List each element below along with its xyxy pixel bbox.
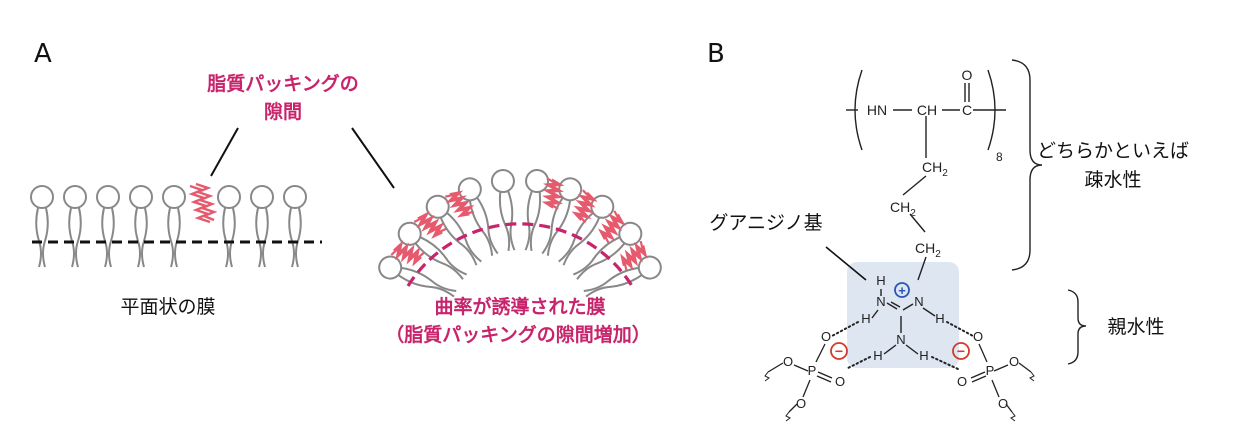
- phosphate-left-p: P: [808, 363, 817, 378]
- lipid-molecule: [457, 177, 499, 256]
- ch2-2: CH2: [890, 199, 916, 219]
- wavy-bond-left-2: [785, 411, 791, 422]
- backbone-hn: HN: [867, 102, 887, 118]
- lipid-molecule: [524, 169, 550, 252]
- svg-text:−: −: [957, 343, 965, 359]
- guanidino-h-bottom-right: H: [919, 348, 928, 363]
- lipid-molecule: [96, 185, 120, 268]
- backbone-repeat-unit: [846, 69, 1006, 151]
- ch2-3: CH2: [915, 240, 941, 260]
- svg-text:+: +: [898, 283, 906, 298]
- phosphate-left-o-double: O: [835, 374, 845, 389]
- packing-gap-marker: [541, 177, 565, 210]
- guanidino-bonds: [871, 289, 936, 355]
- panel-b: B HN CH C O 8 CH2 CH2 CH2: [707, 39, 1189, 422]
- wavy-bond-left-1: [764, 371, 770, 382]
- packing-gap-marker: [620, 240, 648, 271]
- lipid-molecule: [490, 169, 516, 252]
- phosphate-right-o-ester1: O: [1009, 354, 1019, 369]
- phosphate-right-o-top: O: [973, 329, 983, 344]
- hydrophobic-label-line2: 疎水性: [1084, 169, 1141, 191]
- curved-membrane: [378, 169, 662, 298]
- curved-gap-markers: [390, 177, 648, 271]
- lipid-molecule: [541, 177, 583, 256]
- panel-a-letter: A: [34, 39, 52, 69]
- guanidino-pointer-line: [825, 246, 867, 281]
- gap-label-line2: 隙間: [264, 100, 302, 123]
- pointer-line-flat: [210, 127, 239, 177]
- hydrogen-bonds: [831, 321, 974, 370]
- guanidino-h-bottom-left: H: [873, 348, 882, 363]
- flat-gap-marker: [188, 182, 218, 224]
- side-chain: [902, 150, 927, 281]
- lipid-molecule: [63, 185, 87, 268]
- gap-label-line1: 脂質パッキングの: [207, 72, 358, 95]
- guanidino-h-right: H: [935, 311, 944, 326]
- lipid-molecule: [583, 255, 662, 298]
- lipid-molecule: [283, 185, 307, 268]
- lipid-molecule: [30, 185, 54, 268]
- hydrophobic-brace: [1011, 59, 1043, 271]
- lipid-molecule: [162, 185, 186, 268]
- pointer-line-curved: [351, 127, 395, 189]
- hydrophobic-label-line1: どちらかといえば: [1037, 140, 1189, 162]
- backbone-carbonyl-o: O: [962, 67, 973, 83]
- flat-membrane-label: 平面状の膜: [120, 296, 215, 318]
- phosphate-left-o-top: O: [821, 329, 831, 344]
- ch2-1: CH2: [922, 159, 948, 179]
- packing-gap-marker: [390, 240, 425, 267]
- hydrophilic-label: 親水性: [1107, 316, 1164, 338]
- hydrophilic-brace: [1067, 289, 1087, 365]
- phosphate-left-bonds: [767, 343, 833, 413]
- packing-gap-marker: [445, 190, 475, 218]
- guanidino-n-left: N: [876, 294, 885, 309]
- guanidino-h-left: H: [861, 311, 870, 326]
- guanidino-label: グアニジノ基: [709, 212, 822, 234]
- lipid-molecule: [129, 185, 153, 268]
- guanidino-n-bottom: N: [896, 332, 905, 347]
- phosphate-right-p: P: [986, 363, 995, 378]
- negative-charge-icon-right: −: [952, 342, 970, 360]
- panel-b-letter: B: [707, 39, 725, 69]
- lipid-molecule: [397, 221, 468, 280]
- wavy-bond-right-2: [1010, 411, 1016, 422]
- curved-label-line1: 曲率が誘導された膜: [434, 295, 605, 318]
- packing-gap-marker: [571, 189, 598, 224]
- guanidino-n-right: N: [914, 294, 923, 309]
- flat-membrane: [30, 185, 307, 268]
- panel-a: A 脂質パッキングの 隙間 平面状の膜 曲率が誘導された膜 （脂質パッキングの隙…: [30, 39, 662, 346]
- backbone-ch: CH: [917, 102, 937, 118]
- lipid-molecule: [378, 255, 457, 298]
- phosphate-right-o-double: O: [957, 374, 967, 389]
- positive-charge-icon: +: [894, 282, 910, 298]
- lipid-molecule: [425, 194, 482, 266]
- phosphate-right-o-ester2: O: [998, 396, 1008, 411]
- phosphate-left-o-ester1: O: [783, 354, 793, 369]
- phosphate-left-o-ester2: O: [796, 396, 806, 411]
- svg-text:−: −: [835, 343, 843, 359]
- lipid-molecule: [572, 221, 643, 280]
- wavy-bond-right-1: [1029, 371, 1035, 382]
- negative-charge-icon-left: −: [830, 342, 848, 360]
- repeat-count: 8: [996, 150, 1003, 164]
- packing-gap-marker: [413, 211, 447, 239]
- backbone-carbonyl-c: C: [962, 102, 972, 118]
- lipid-molecule: [217, 185, 241, 268]
- guanidino-highlight-box: [847, 262, 959, 368]
- curved-label-line2: （脂質パッキングの隙間増加）: [385, 323, 650, 346]
- packing-gap-marker: [597, 210, 626, 244]
- phosphate-right-bonds: [970, 343, 1032, 413]
- lipid-molecule: [250, 185, 274, 268]
- guanidino-h-top: H: [876, 273, 885, 288]
- curved-midplane: [406, 222, 634, 287]
